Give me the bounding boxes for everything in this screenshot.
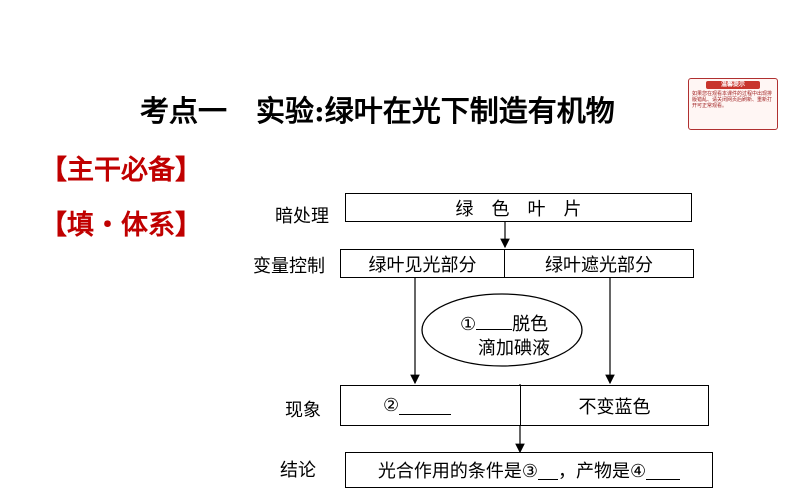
label-variable-control: 变量控制 xyxy=(253,256,325,277)
lit-part-box: 绿叶见光部分 xyxy=(340,249,505,278)
label-conclusion: 结论 xyxy=(280,460,316,481)
label-dark-treatment: 暗处理 xyxy=(275,206,329,227)
answer-blank-4[interactable] xyxy=(646,461,681,480)
phenomenon-left-box: ② xyxy=(340,385,521,426)
process-ellipse xyxy=(421,293,583,367)
conclusion-box: 光合作用的条件是③ ，产物是④ xyxy=(345,452,713,488)
process-decolor-text: 脱色 xyxy=(512,314,549,335)
tip-badge-text: 如果您在观看本课件的过程中出现排版错乱、请关闭网页后刷新、重新打开可正常观看。 xyxy=(692,91,773,109)
process-line-2: 滴加碘液 xyxy=(478,338,550,359)
process-line-1: ① 脱色 xyxy=(460,310,548,336)
section-heading-main: 【主干必备】 xyxy=(40,155,202,186)
blank-marker-1: ① xyxy=(460,314,477,335)
tip-badge-heading: 温馨提示 xyxy=(706,81,760,89)
tip-badge[interactable]: 温馨提示 如果您在观看本课件的过程中出现排版错乱、请关闭网页后刷新、重新打开可正… xyxy=(688,78,778,130)
answer-blank-3[interactable] xyxy=(538,461,558,480)
label-phenomenon: 现象 xyxy=(285,400,321,421)
answer-blank-1[interactable] xyxy=(476,311,513,330)
section-heading-fill: 【填・体系】 xyxy=(40,210,202,241)
conclusion-prefix: 光合作用的条件是③ xyxy=(377,461,538,482)
blank-marker-2: ② xyxy=(383,395,400,416)
answer-blank-2[interactable] xyxy=(399,396,452,415)
leaf-box: 绿 色 叶 片 xyxy=(345,193,692,222)
conclusion-middle: ，产物是④ xyxy=(558,461,647,482)
page-title: 考点一 实验:绿叶在光下制造有机物 xyxy=(140,94,615,128)
shaded-part-box: 绿叶遮光部分 xyxy=(504,249,694,278)
phenomenon-right-box: 不变蓝色 xyxy=(520,385,709,426)
